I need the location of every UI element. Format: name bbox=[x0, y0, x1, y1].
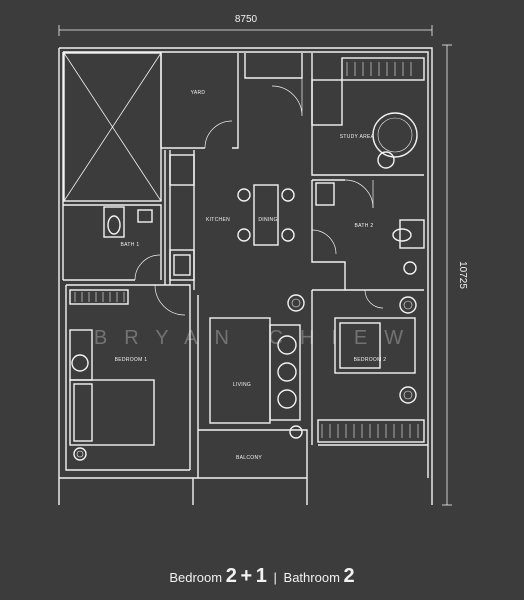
extra-room-count: 1 bbox=[255, 565, 267, 587]
bedroom-count: 2 bbox=[225, 565, 237, 587]
width-dimension-line bbox=[58, 25, 433, 36]
plan-walls bbox=[58, 47, 433, 505]
height-dimension-line bbox=[442, 44, 452, 506]
height-dimension: 10725 bbox=[457, 261, 468, 289]
room-label-yard: YARD bbox=[191, 90, 206, 96]
room-label-living: LIVING bbox=[233, 382, 251, 388]
room-label-kitchen: KITCHEN bbox=[206, 217, 230, 223]
room-label-bedroom-1: BEDROOM 1 bbox=[115, 357, 148, 363]
unit-summary: Bedroom 2 + 1 | Bathroom 2 bbox=[0, 565, 524, 588]
watermark: BRYAN CHIEW bbox=[94, 327, 420, 349]
room-label-bath-1: BATH 1 bbox=[121, 242, 140, 248]
room-label-bath-2: BATH 2 bbox=[355, 223, 374, 229]
width-dimension: 8750 bbox=[235, 14, 258, 25]
bedroom-label: Bedroom bbox=[169, 570, 223, 585]
room-label-balcony: BALCONY bbox=[236, 455, 262, 461]
room-label-bedroom-2: BEDROOM 2 bbox=[354, 357, 387, 363]
bathroom-count: 2 bbox=[343, 565, 355, 587]
separator: | bbox=[273, 570, 277, 585]
room-label-study-area: STUDY AREA bbox=[340, 134, 375, 140]
plus-sign: + bbox=[240, 565, 253, 587]
room-label-dining: DINING bbox=[258, 217, 277, 223]
bathroom-label: Bathroom bbox=[283, 570, 340, 585]
